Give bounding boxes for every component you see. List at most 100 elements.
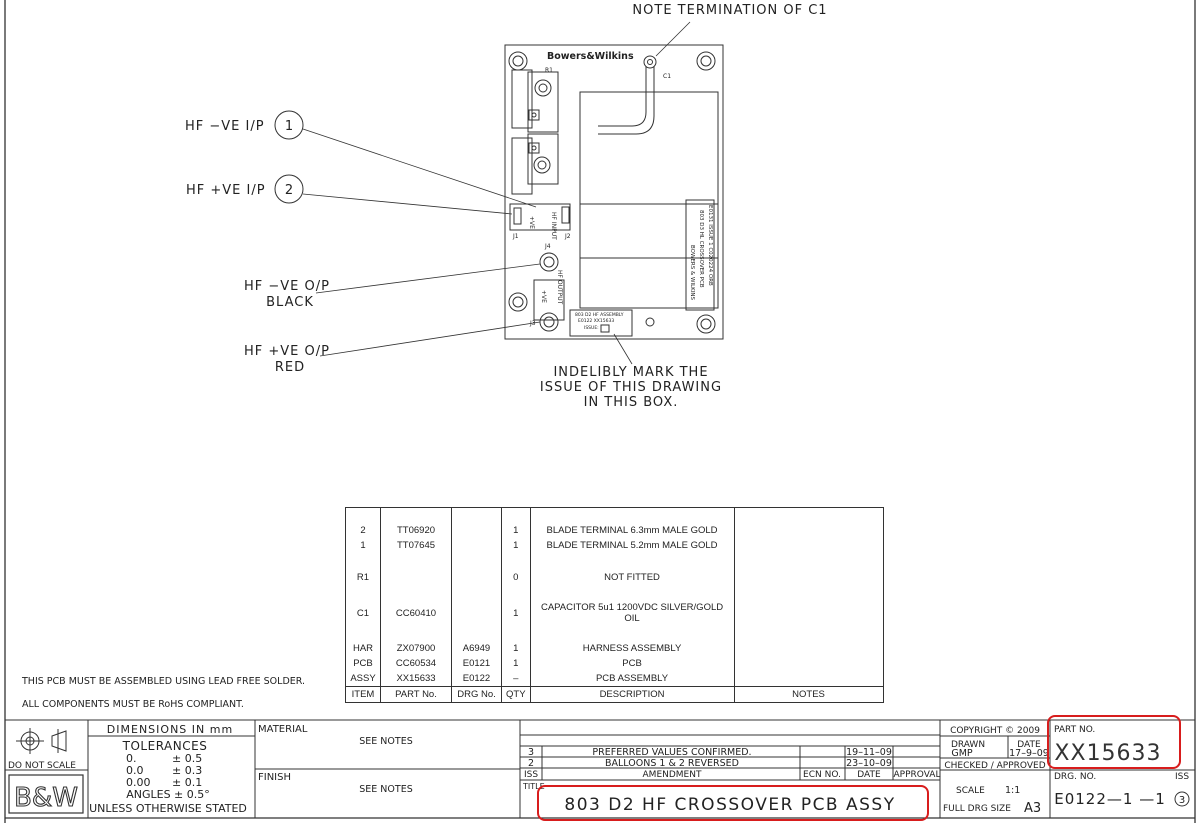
pcb-c1-label: C1: [663, 73, 671, 80]
bom-cell: BLADE TERMINAL 6.3mm MALE GOLD: [529, 523, 735, 538]
pcb-side-text-3: BOWERS & WILKINS: [689, 245, 695, 300]
balloon-2-text: 2: [285, 183, 293, 198]
bom-cell: TT06920: [380, 523, 452, 538]
bom-cell: E0121: [451, 656, 502, 671]
callout-hf-pos-ip: HF +VE I/P: [186, 183, 266, 198]
bom-cell: ZX07900: [380, 641, 452, 656]
logo-text: B&W: [14, 783, 78, 813]
bom-cell: 1: [345, 538, 381, 553]
bom-cell: E0122: [451, 671, 502, 687]
drg-no: E0122—1 —1: [1054, 790, 1166, 808]
date-label: DATE: [1017, 740, 1041, 750]
note-lead-free: THIS PCB MUST BE ASSEMBLED USING LEAD FR…: [21, 676, 305, 687]
amend-header-approval: APPROVAL: [894, 770, 941, 780]
note-rohs: ALL COMPONENTS MUST BE RoHS COMPLIANT.: [22, 699, 244, 710]
tol-row-3-a: 0.00: [126, 776, 151, 789]
part-no-label: PART NO.: [1054, 725, 1095, 735]
balloon-2: [274, 174, 304, 204]
tol-row-2-b: ± 0.3: [172, 764, 202, 777]
do-not-scale: DO NOT SCALE: [8, 761, 76, 771]
bom-cell: TT07645: [380, 538, 452, 553]
bom-cell: PCB: [529, 656, 735, 671]
bom-cell: CAPACITOR 5u1 1200VDC SILVER/GOLD OIL: [529, 602, 735, 624]
tolerances-label: TOLERANCES: [122, 739, 208, 753]
pcb-j4-label: J4: [544, 243, 551, 250]
finish-see-notes: SEE NOTES: [359, 784, 412, 795]
bom-cell: [733, 671, 884, 687]
indelible-note-3: IN THIS BOX.: [584, 395, 679, 410]
amend-header-iss: ISS: [524, 770, 538, 780]
pcb-j2-label: J2: [564, 233, 571, 240]
bom-cell: 1: [501, 641, 531, 656]
bom-spacer-row: [345, 585, 884, 602]
bom-cell: R1: [345, 570, 381, 585]
amend-iss-3: 3: [528, 747, 534, 758]
bom-cell: XX15633: [380, 671, 452, 687]
drg-no-label: DRG. NO.: [1054, 772, 1096, 782]
bom-cell: ASSY: [345, 671, 381, 687]
bom-cell: 1: [501, 656, 531, 671]
bom-header-cell: PART No.: [380, 686, 452, 703]
callout-red: RED: [275, 360, 305, 375]
bom-cell: C1: [345, 602, 381, 624]
bom-cell: [451, 570, 502, 585]
angles-label: ANGLES ± 0.5°: [126, 788, 210, 801]
bom-cell: HARNESS ASSEMBLY: [529, 641, 735, 656]
callout-hf-neg-ip: HF −VE I/P: [185, 119, 265, 134]
tol-row-3-b: ± 0.1: [172, 776, 202, 789]
tol-row-2-a: 0.0: [126, 764, 144, 777]
pcb-assy-line1: 803 D2 HF ASSEMBLY: [575, 312, 624, 318]
bom-cell: 2: [345, 523, 381, 538]
callout-hf-neg-op: HF −VE O/P: [244, 279, 330, 294]
bom-cell: CC60534: [380, 656, 452, 671]
bom-cell: [733, 656, 884, 671]
drawn-by: GMP: [951, 748, 973, 759]
callout-hf-pos-op: HF +VE O/P: [244, 344, 330, 359]
bom-cell: PCB: [345, 656, 381, 671]
bom-spacer-row: [345, 553, 884, 570]
bom-cell: 1: [501, 523, 531, 538]
pcb-hf-output-label: HF OUTPUT: [556, 270, 563, 305]
bom-spacer-row: [345, 507, 884, 523]
scale-value: 1:1: [1005, 785, 1020, 796]
bom-cell: HAR: [345, 641, 381, 656]
pcb-side-text-2: 803 D3 HL CROSSOVER PCB: [698, 210, 704, 288]
bom-cell: NOT FITTED: [529, 570, 735, 585]
callout-black: BLACK: [266, 295, 314, 310]
finish-label: FINISH: [258, 772, 291, 783]
size-value: A3: [1024, 801, 1041, 816]
pcb-j1-ve-label: +VE: [528, 216, 535, 229]
bom-cell: A6949: [451, 641, 502, 656]
bom-cell: [733, 602, 884, 624]
pcb-r1-label: R1: [545, 67, 553, 74]
scale-label: SCALE: [956, 786, 985, 796]
pcb-brand: Bowers&Wilkins: [547, 51, 634, 62]
tol-row-1-b: ± 0.5: [172, 752, 202, 765]
title-block-grid: [5, 719, 1195, 818]
bom-cell: [733, 523, 884, 538]
bom-cell: PCB ASSEMBLY: [529, 671, 735, 687]
bom-cell: 1: [501, 538, 531, 553]
bw-logo: B&W: [8, 774, 84, 814]
title-label: TITLE: [522, 782, 545, 791]
copyright: COPYRIGHT © 2009: [950, 726, 1040, 736]
iss-value: 3: [1179, 795, 1185, 806]
amend-text-2: BALLOONS 1 & 2 REVERSED: [605, 758, 739, 769]
amend-header-amendment: AMENDMENT: [643, 770, 702, 780]
balloon-1-text: 1: [285, 119, 293, 134]
pcb-board: [504, 44, 724, 340]
bom-cell: BLADE TERMINAL 5.2mm MALE GOLD: [529, 538, 735, 553]
indelible-note-2: ISSUE OF THIS DRAWING: [540, 380, 722, 395]
leader-lines: [302, 21, 691, 365]
drawn-date: 17–9–09: [1009, 748, 1049, 759]
amend-iss-2: 2: [528, 758, 534, 769]
pcb-j1-label: J1: [512, 233, 519, 240]
